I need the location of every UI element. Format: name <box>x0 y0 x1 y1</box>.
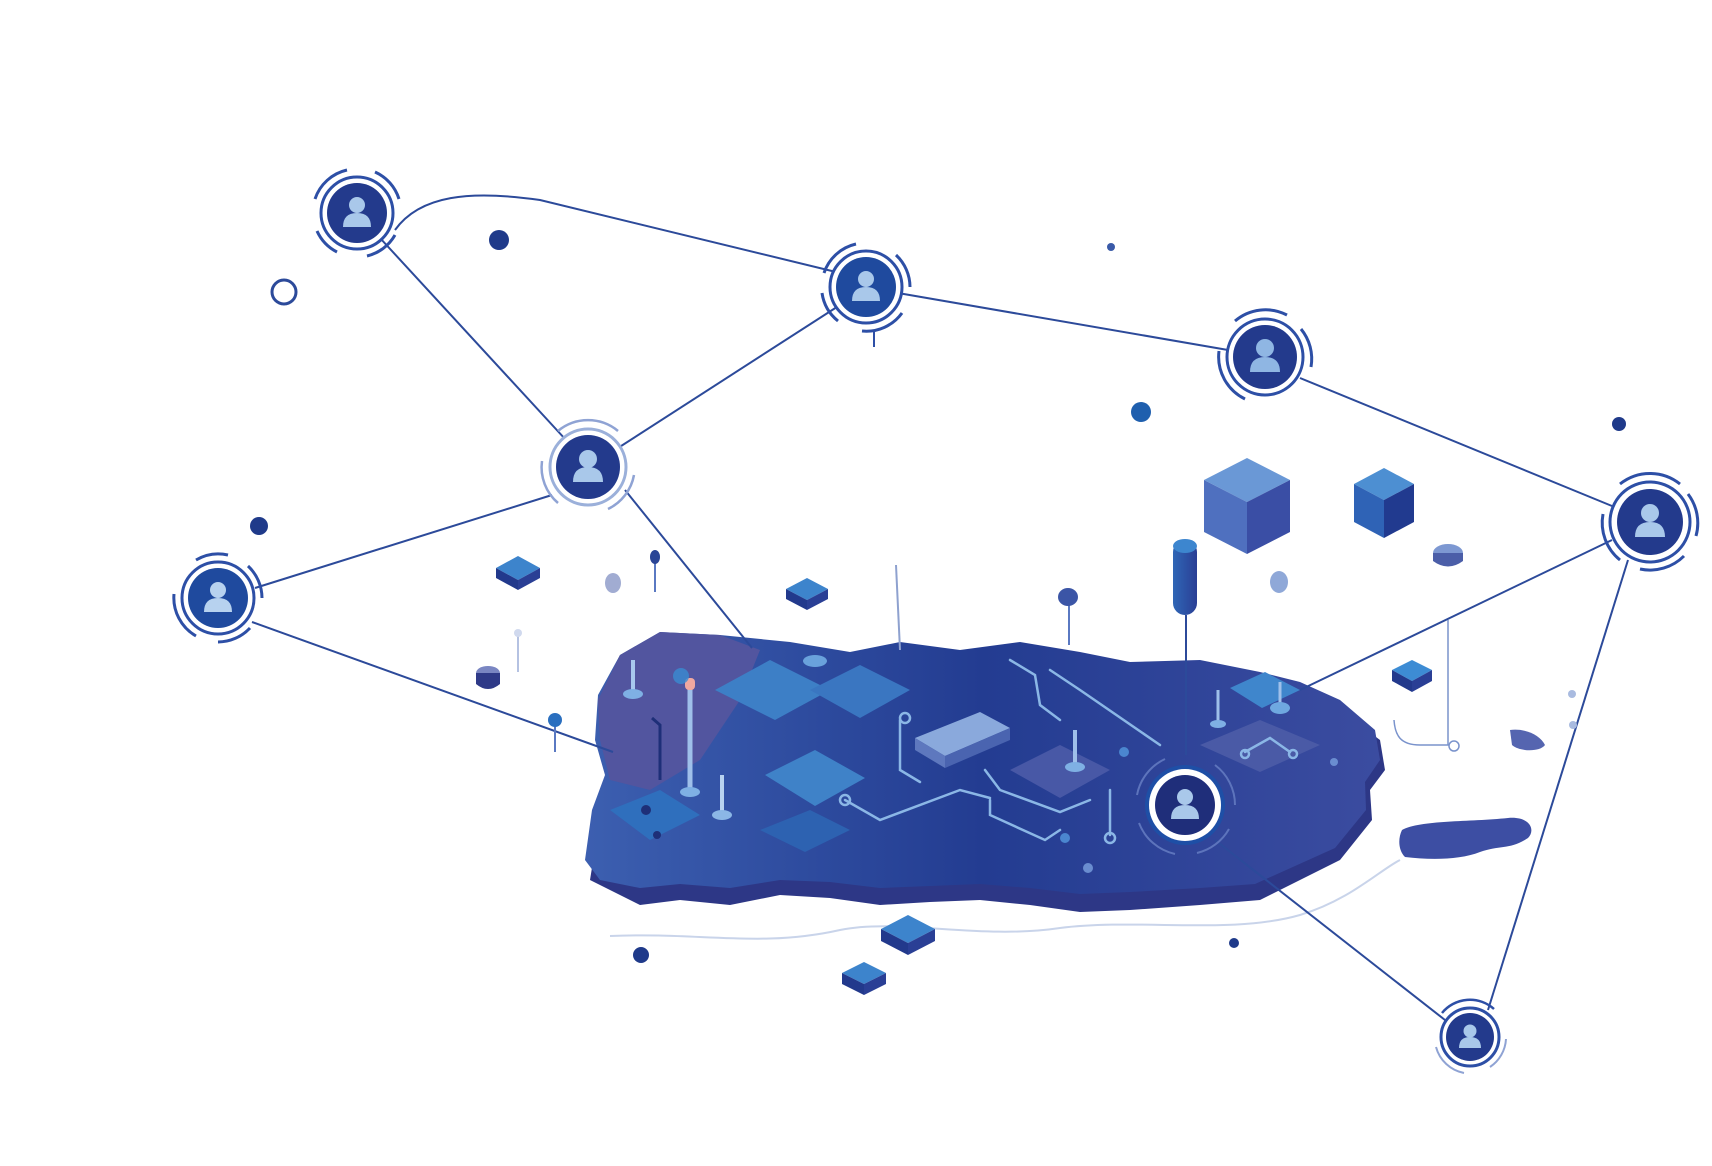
tile-1 <box>715 660 830 720</box>
user-nodes <box>172 168 1700 1074</box>
circuit-traces <box>838 658 1299 845</box>
user-node-3[interactable] <box>1217 308 1314 401</box>
user-icon <box>343 197 371 227</box>
tile-5 <box>610 790 700 840</box>
island-ground-outline <box>609 859 1401 940</box>
user-icon <box>573 450 603 482</box>
flat-tile-5 <box>842 962 886 995</box>
hex-puck-right <box>1433 544 1463 567</box>
flat-tile-3 <box>1392 660 1432 692</box>
link-node4-island <box>1299 539 1613 691</box>
link-node5-island <box>624 489 753 649</box>
tile-7 <box>1230 672 1300 708</box>
user-node-7[interactable] <box>1136 758 1236 855</box>
island-plateau-left <box>598 632 760 790</box>
user-icon <box>204 582 232 612</box>
tile-8 <box>1200 720 1320 772</box>
decorative-dots <box>250 230 1626 963</box>
link-node3-node4 <box>1299 377 1613 507</box>
user-node-5[interactable] <box>540 418 636 511</box>
circuit-island <box>585 632 1401 940</box>
tile-2 <box>810 665 910 718</box>
island-pins <box>623 655 1338 873</box>
small-debris <box>1510 729 1545 751</box>
floating-plate <box>1399 817 1532 859</box>
link-node2-node3 <box>897 292 1229 351</box>
tile-3 <box>765 750 865 806</box>
user-node-1[interactable] <box>313 168 401 258</box>
user-icon <box>852 271 880 301</box>
user-node-2[interactable] <box>820 242 912 347</box>
link-node7-node8 <box>1214 839 1446 1021</box>
chip-top <box>915 712 1010 756</box>
user-node-4[interactable] <box>1600 471 1700 572</box>
connection-lines <box>251 194 1629 1021</box>
tile-6 <box>1010 745 1110 798</box>
connector-trace-right <box>1393 620 1449 746</box>
link-node6-island <box>251 621 614 753</box>
link-node2-node5 <box>617 304 841 449</box>
user-icon <box>1635 504 1665 537</box>
chip-side <box>915 738 945 768</box>
link-node4-node8 <box>1487 559 1629 1011</box>
chip-front <box>945 728 1010 768</box>
link-node5-node6 <box>254 494 553 589</box>
floating-pins <box>514 550 1288 752</box>
user-icon <box>1459 1024 1481 1048</box>
floating-cubes <box>476 458 1545 995</box>
tile-4 <box>760 810 850 852</box>
user-icon <box>1250 339 1280 372</box>
small-puck-left <box>476 666 500 689</box>
flat-tile-4 <box>881 915 935 955</box>
flat-tile-1 <box>496 556 540 590</box>
user-node-8[interactable] <box>1435 998 1507 1074</box>
flat-tile-2 <box>786 578 828 610</box>
pillar <box>1173 539 1197 755</box>
link-node1-node5 <box>379 237 567 441</box>
medium-cube <box>1354 468 1414 538</box>
user-node-6[interactable] <box>172 552 264 644</box>
user-icon <box>1171 789 1199 819</box>
link-node1-node2 <box>394 194 837 273</box>
large-cube <box>1204 458 1290 554</box>
